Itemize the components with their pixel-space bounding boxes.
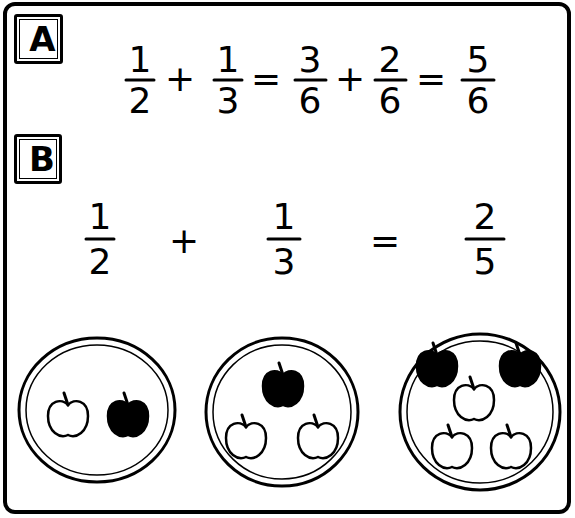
- fraction-digit: 2: [129, 83, 152, 119]
- plates: [19, 334, 560, 490]
- fraction-digit: 3: [217, 83, 240, 119]
- letter-box: A: [14, 14, 63, 64]
- fraction-digit: 6: [467, 83, 490, 119]
- fraction-digit: 6: [379, 83, 402, 119]
- fraction-digit: 1: [89, 199, 112, 235]
- plus-sign: +: [335, 61, 365, 97]
- fraction-digit: 1: [129, 42, 152, 78]
- fraction-digit: 2: [89, 244, 112, 280]
- section-letter: A: [25, 22, 60, 56]
- fraction-digit: 1: [273, 199, 296, 235]
- outer-frame: [5, 4, 569, 512]
- section-letter: B: [25, 142, 59, 176]
- equals-sign: =: [370, 223, 400, 259]
- fraction-digit: 5: [474, 244, 497, 280]
- plus-sign: +: [165, 61, 195, 97]
- fraction-digit: 2: [474, 199, 497, 235]
- fraction-digit: 1: [217, 42, 240, 78]
- apples: [48, 343, 540, 468]
- fraction-digit: 6: [299, 83, 322, 119]
- letter-box: B: [14, 134, 62, 184]
- fraction-bars: [86, 80, 504, 239]
- equals-sign: =: [251, 61, 281, 97]
- fraction-digit: 5: [467, 42, 490, 78]
- fraction-digit: 3: [299, 42, 322, 78]
- fraction-digit: 2: [379, 42, 402, 78]
- plus-sign: +: [169, 223, 199, 259]
- equals-sign: =: [416, 61, 446, 97]
- fraction-digit: 3: [273, 244, 296, 280]
